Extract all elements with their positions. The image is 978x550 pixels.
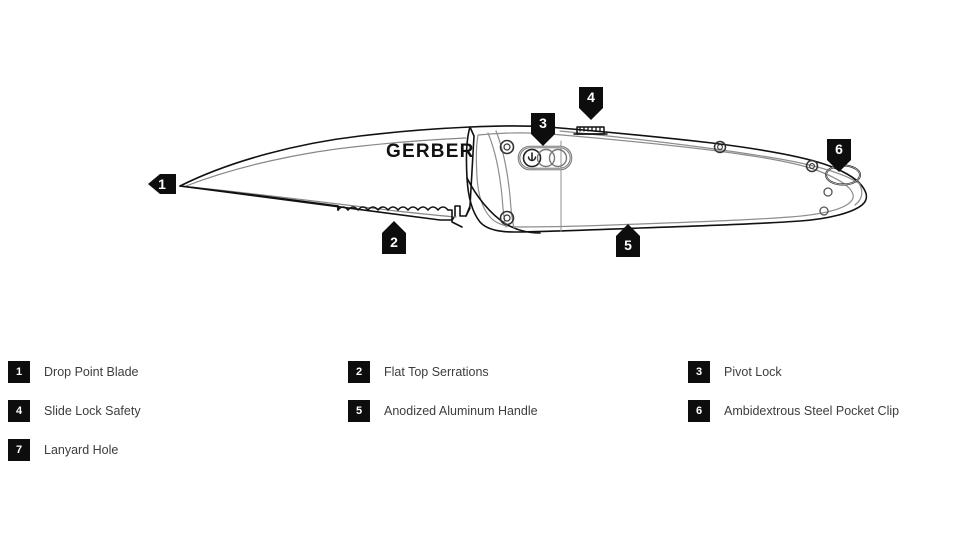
- handle-screw-mid: [713, 140, 727, 154]
- callout-number-2: 2: [390, 234, 398, 250]
- legend-label-2: Flat Top Serrations: [384, 365, 489, 379]
- handle-screw-rear: [805, 159, 819, 173]
- brand-logo-text: GERBER: [386, 141, 475, 162]
- legend-badge-1: 1: [8, 361, 30, 383]
- legend-badge-6: 6: [688, 400, 710, 422]
- lanyard-hole-lower: [819, 206, 829, 216]
- blade-serrations: [337, 206, 449, 211]
- blade-pocket-outline-2: [495, 130, 515, 229]
- callout-pin-left-icon: [148, 174, 176, 194]
- legend-badge-7: 7: [8, 439, 30, 461]
- callout-marker-3: 3: [530, 112, 556, 146]
- callout-marker-1: 1: [148, 172, 182, 196]
- callout-pin-up-icon: [382, 221, 406, 254]
- legend-badge-4: 4: [8, 400, 30, 422]
- callout-pin-up-icon: [616, 224, 640, 257]
- callout-marker-2: 2: [381, 221, 407, 255]
- callout-pin-down-icon: [579, 87, 603, 120]
- legend-item-1: 1 Drop Point Blade: [8, 361, 139, 383]
- legend-label-5: Anodized Aluminum Handle: [384, 404, 538, 418]
- legend-badge-2: 2: [348, 361, 370, 383]
- callout-number-1: 1: [158, 176, 166, 192]
- callout-number-5: 5: [624, 237, 632, 253]
- callout-pin-down-icon: [531, 113, 555, 146]
- legend-item-2: 2 Flat Top Serrations: [348, 361, 489, 383]
- legend-label-4: Slide Lock Safety: [44, 404, 141, 418]
- legend-item-5: 5 Anodized Aluminum Handle: [348, 400, 538, 422]
- serration-end-step: [447, 209, 463, 228]
- blade-swedge-line: [185, 137, 467, 187]
- callout-number-6: 6: [835, 141, 843, 157]
- blade-ricasso: [465, 207, 471, 217]
- legend-label-7: Lanyard Hole: [44, 443, 119, 457]
- lanyard-hole-upper: [823, 187, 833, 197]
- legend-item-6: 6 Ambidextrous Steel Pocket Clip: [688, 400, 899, 422]
- handle-spine-line: [559, 130, 861, 185]
- handle-outline: [465, 125, 868, 233]
- handle-butt-curve: [854, 181, 863, 206]
- pivot-screw-front-bottom: [499, 210, 515, 226]
- slide-lock-safety-toggle: [517, 145, 573, 171]
- callout-number-4: 4: [587, 89, 595, 105]
- callout-pin-down-icon: [827, 139, 851, 172]
- knife-diagram: GERBER 1 2 3 4 5: [148, 86, 868, 258]
- callout-marker-5: 5: [615, 224, 641, 258]
- pivot-screw-front-top: [499, 139, 515, 155]
- callout-marker-4: 4: [578, 86, 604, 120]
- legend-label-6: Ambidextrous Steel Pocket Clip: [724, 404, 900, 418]
- knife-illustration: GERBER: [179, 125, 868, 234]
- legend-item-3: 3 Pivot Lock: [688, 361, 782, 383]
- callout-number-3: 3: [539, 115, 547, 131]
- legend-item-4: 4 Slide Lock Safety: [8, 400, 141, 422]
- blade-outline: [179, 126, 475, 221]
- jimping-thumb-ramp: [573, 126, 608, 135]
- callout-marker-6: 6: [826, 138, 852, 172]
- legend-badge-3: 3: [688, 361, 710, 383]
- feature-legend: 1 Drop Point Blade 2 Flat Top Serrations…: [0, 352, 978, 472]
- legend-label-3: Pivot Lock: [724, 365, 782, 379]
- legend-item-7: 7 Lanyard Hole: [8, 439, 118, 461]
- legend-badge-5: 5: [348, 400, 370, 422]
- blade-cutting-edge: [179, 185, 339, 211]
- legend-label-1: Drop Point Blade: [44, 365, 139, 379]
